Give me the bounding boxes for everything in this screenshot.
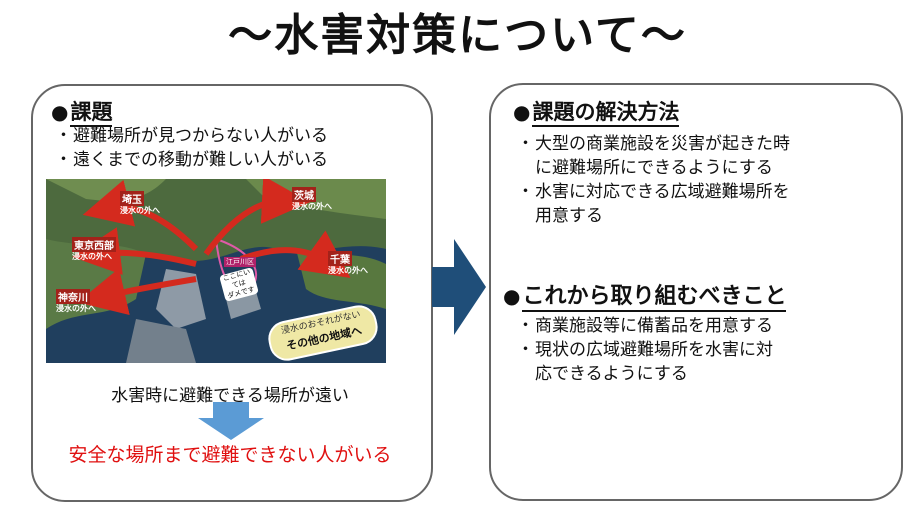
list-item: ・水害に対応できる広域避難場所を用意する (517, 182, 790, 226)
solution-list: ・大型の商業施設を災害が起きた時に避難場所にできるようにする ・水害に対応できる… (513, 132, 790, 228)
map-label-tokyo-west: 東京西部 (72, 237, 116, 252)
map-label-chiba: 千葉 (328, 251, 352, 266)
right-arrow-icon (432, 239, 486, 335)
solution-heading: ●課題の解決方法 (513, 96, 680, 127)
list-item: ・商業施設等に備蓄品を用意する (517, 316, 773, 336)
list-item: ・避難場所が見つからない人がいる (55, 126, 328, 146)
evacuation-map-image: 埼玉 浸水の外へ 茨城 浸水の外へ 東京西部 浸水の外へ 千葉 浸水の外へ 神奈… (46, 179, 386, 363)
map-label-edogawa: 江戸川区 (224, 257, 256, 267)
map-sublabel: 浸水の外へ (292, 202, 332, 211)
issues-list: ・避難場所が見つからない人がいる ・遠くまでの移動が難しい人がいる (51, 124, 328, 172)
list-item: ・大型の商業施設を災害が起きた時に避難場所にできるようにする (517, 134, 790, 178)
map-sublabel: 浸水の外へ (328, 266, 368, 275)
bullet-dot-icon: ● (51, 100, 69, 124)
result-text: 安全な場所まで避難できない人がいる (68, 444, 392, 466)
map-illustration (46, 179, 386, 363)
map-label-ibaraki: 茨城 (292, 187, 316, 202)
map-caption: 水害時に避難できる場所が遠い (111, 386, 349, 406)
next-steps-list: ・商業施設等に備蓄品を用意する ・現状の広域避難場所を水害に対応できるようにする (513, 314, 773, 386)
map-label-saitama: 埼玉 (120, 191, 144, 206)
list-item: ・現状の広域避難場所を水害に対応できるようにする (517, 340, 773, 384)
map-label-kanagawa: 神奈川 (56, 289, 90, 304)
map-sublabel: 浸水の外へ (120, 206, 160, 215)
issues-heading: ●課題 (51, 96, 113, 127)
bullet-dot-icon: ● (513, 100, 531, 124)
list-item: ・遠くまでの移動が難しい人がいる (55, 150, 328, 170)
next-steps-heading: ●これから取り組むべきこと (503, 278, 787, 312)
down-arrow-icon (198, 402, 264, 440)
map-sublabel: 浸水の外へ (56, 304, 96, 313)
page-title: ～水害対策について～ (228, 10, 687, 61)
map-sublabel: 浸水の外へ (72, 252, 112, 261)
bullet-dot-icon: ● (503, 284, 521, 308)
solutions-panel (489, 83, 903, 501)
